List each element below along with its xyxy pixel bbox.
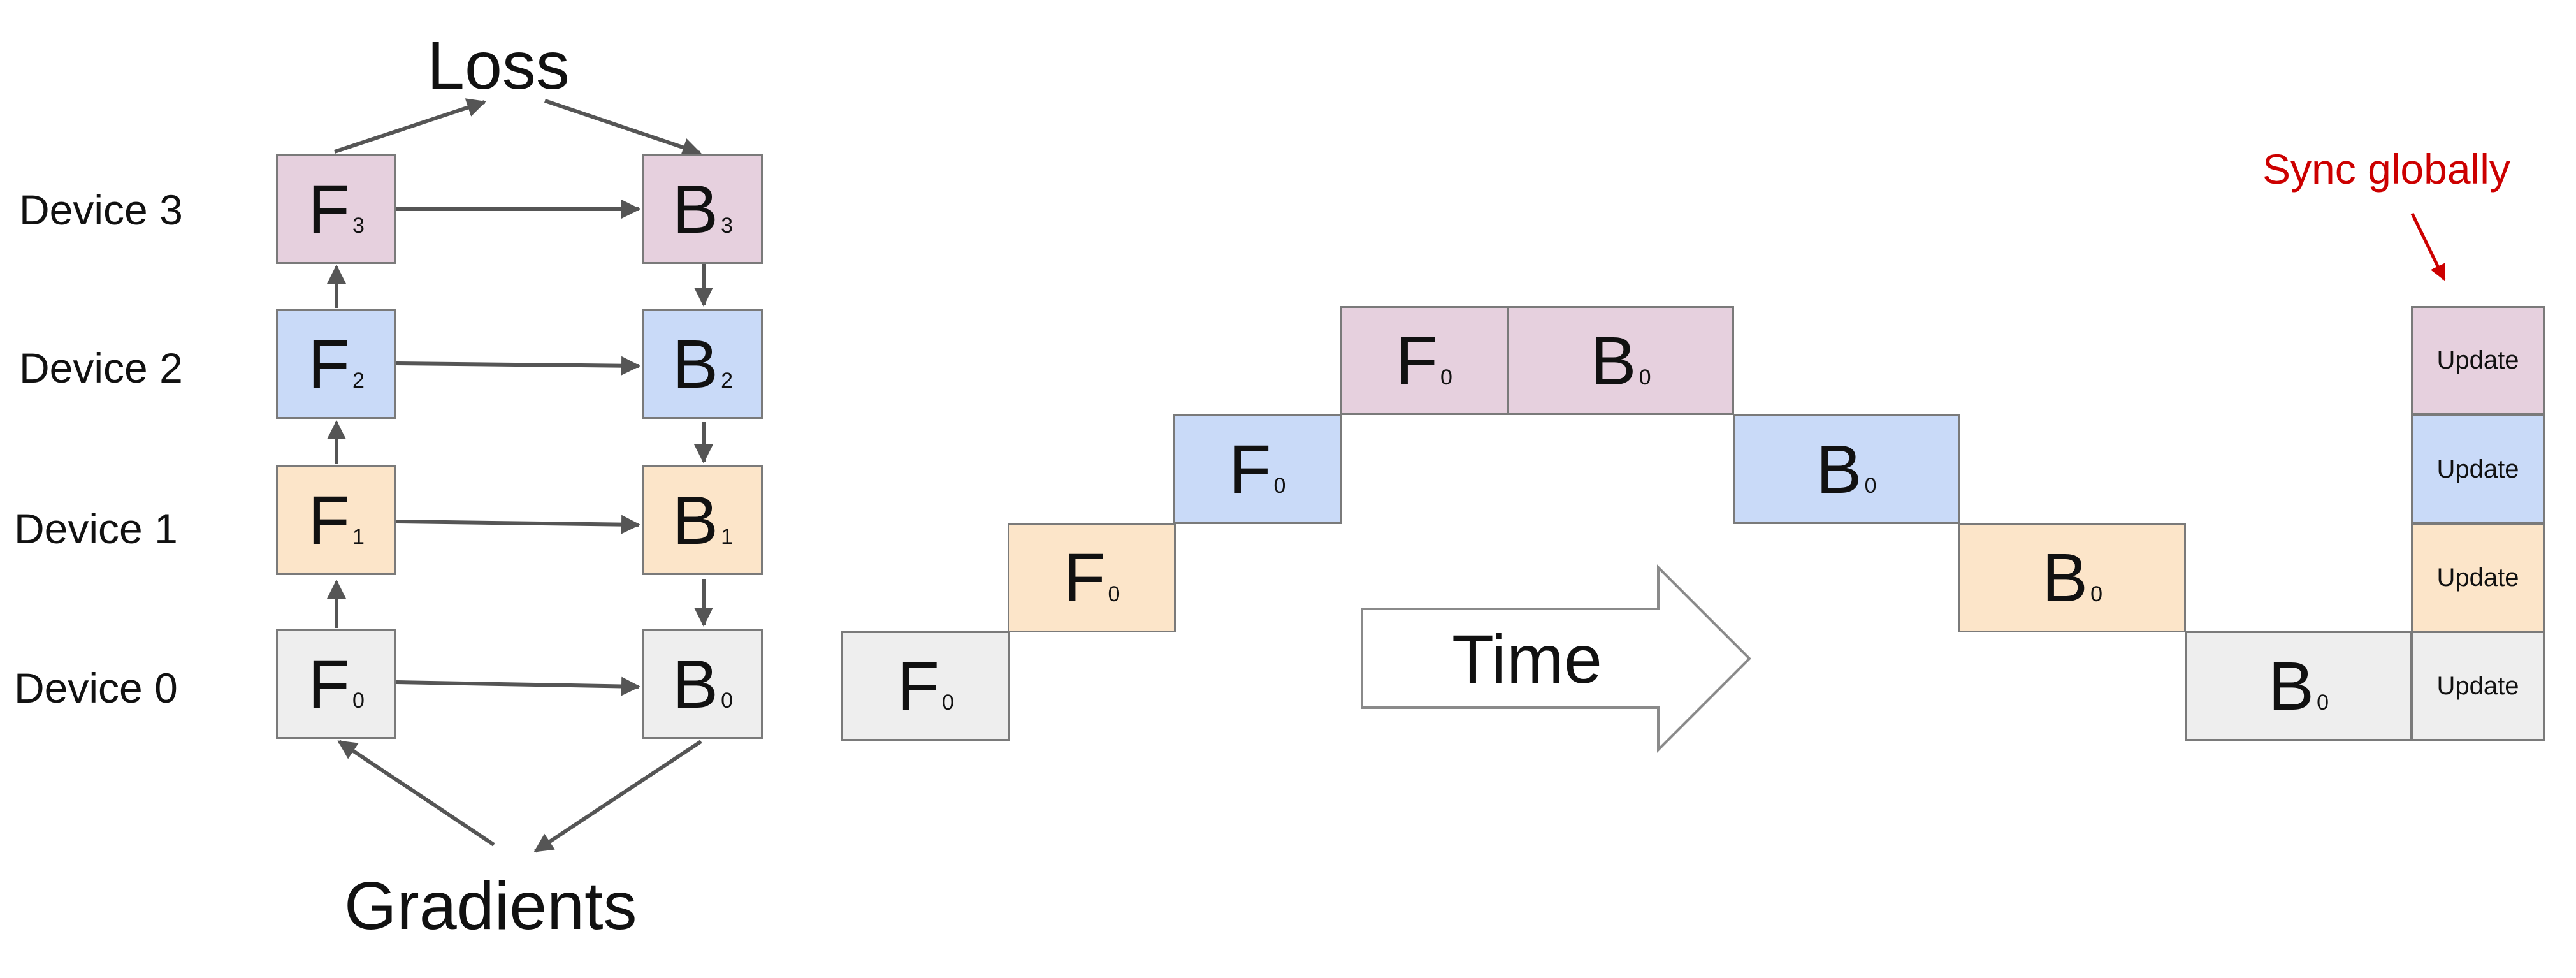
device-index: 3 xyxy=(721,214,733,238)
time-label: Time xyxy=(1452,620,1602,697)
backward-letter: B xyxy=(1590,321,1637,399)
backward-letter: B xyxy=(672,325,719,402)
device-index: 3 xyxy=(352,214,365,238)
forward-letter: F xyxy=(308,170,351,247)
time-arrow-shape xyxy=(1361,564,1751,753)
forward-letter: F xyxy=(308,481,351,558)
update-cell-device-0: Update xyxy=(2411,631,2545,741)
sync-globally-label: Sync globally xyxy=(2262,145,2510,193)
loss-label: Loss xyxy=(427,28,570,103)
update-cell-device-3: Update xyxy=(2411,306,2545,415)
microbatch-index: 0 xyxy=(942,690,954,715)
microbatch-index: 0 xyxy=(2317,690,2329,715)
backward-letter: B xyxy=(2042,539,2088,616)
update-label: Update xyxy=(2436,563,2519,592)
update-label: Update xyxy=(2436,455,2519,483)
forward-letter: F xyxy=(1063,539,1106,616)
device-1-label: Device 1 xyxy=(14,505,178,552)
update-cell-device-2: Update xyxy=(2411,414,2545,524)
forward-letter: F xyxy=(897,647,940,724)
device-index: 1 xyxy=(352,525,365,549)
backward-letter: B xyxy=(672,170,719,247)
device-2-label: Device 2 xyxy=(19,344,183,391)
device-index: 1 xyxy=(721,525,733,549)
device-index: 0 xyxy=(721,689,733,713)
device-0-label: Device 0 xyxy=(14,664,178,712)
microbatch-index: 0 xyxy=(1440,365,1452,390)
backward-letter: B xyxy=(672,481,719,558)
backward-letter: B xyxy=(672,645,719,722)
forward-letter: F xyxy=(1396,321,1438,399)
device-index: 2 xyxy=(352,369,365,393)
update-label: Update xyxy=(2436,346,2519,374)
forward-letter: F xyxy=(308,325,351,402)
device-index: 2 xyxy=(721,369,733,393)
microbatch-index: 0 xyxy=(2090,582,2102,606)
device-3-label: Device 3 xyxy=(19,186,183,233)
microbatch-index: 0 xyxy=(1864,474,1877,498)
forward-letter: F xyxy=(1229,430,1271,507)
update-cell-device-1: Update xyxy=(2411,523,2545,632)
device-index: 0 xyxy=(352,689,365,713)
microbatch-index: 0 xyxy=(1639,365,1651,390)
backward-letter: B xyxy=(1816,430,1862,507)
microbatch-index: 0 xyxy=(1108,582,1120,606)
gradients-label: Gradients xyxy=(344,868,637,944)
microbatch-index: 0 xyxy=(1273,474,1286,498)
update-label: Update xyxy=(2436,671,2519,700)
backward-letter: B xyxy=(2268,647,2315,724)
forward-letter: F xyxy=(308,645,351,722)
